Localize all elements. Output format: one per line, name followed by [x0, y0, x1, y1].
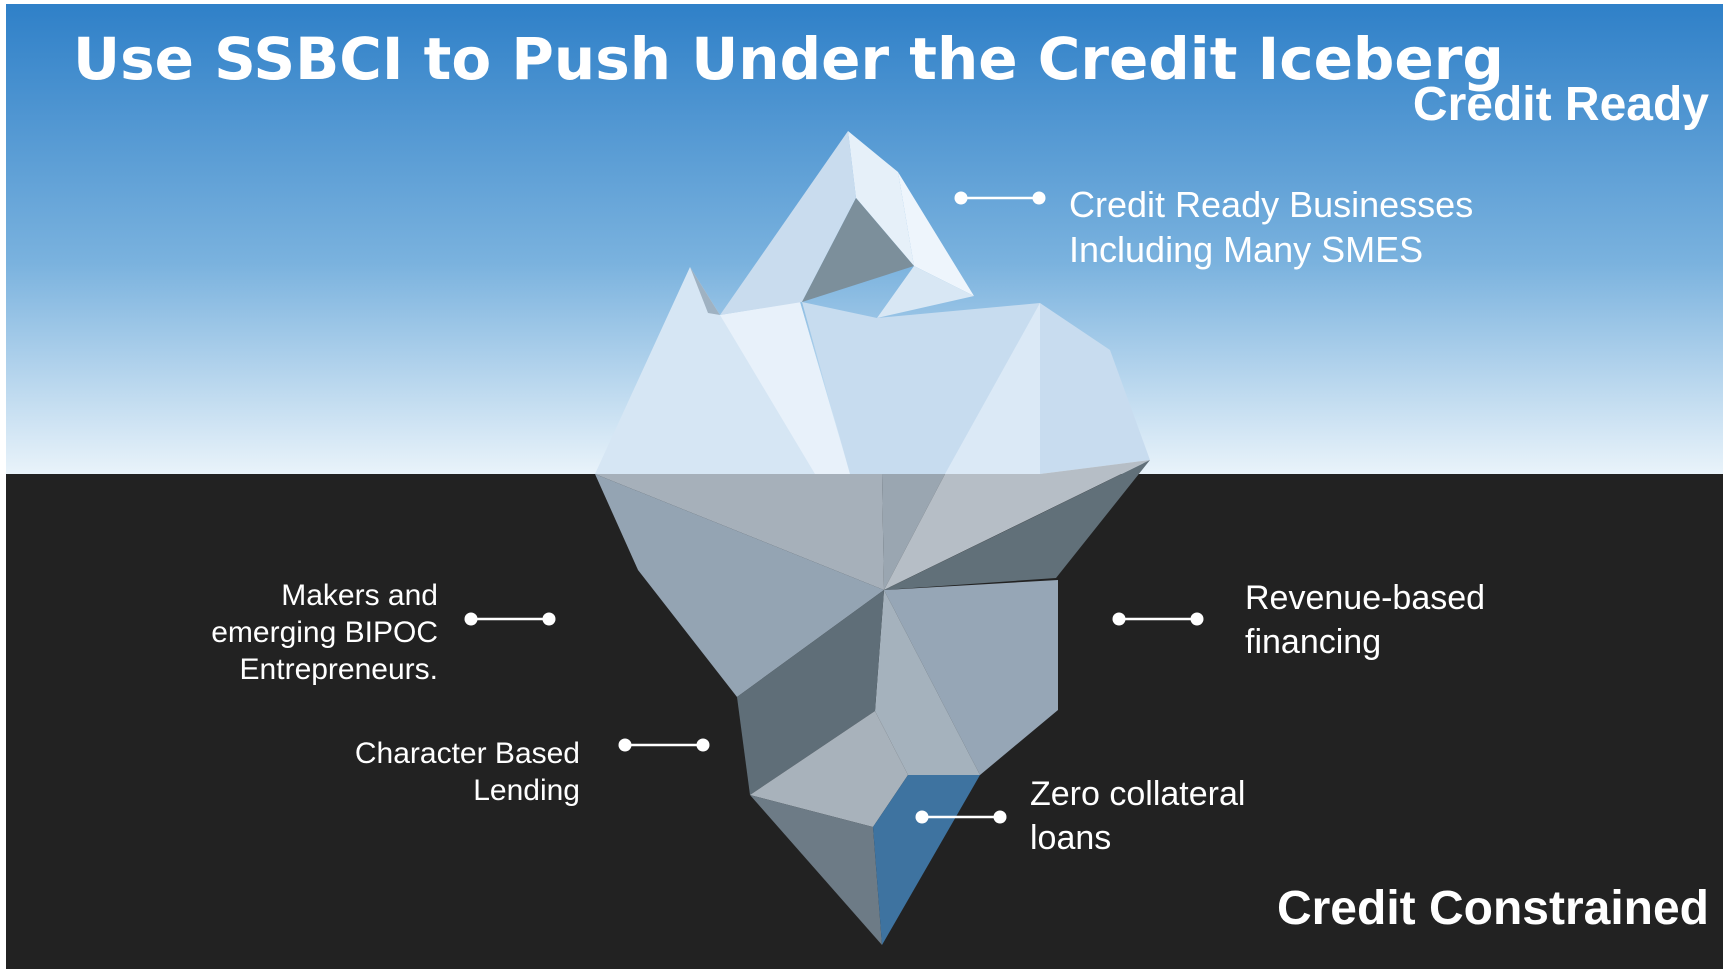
- tip-facet: [877, 266, 974, 318]
- callout-revenue-financing: Revenue-based financing: [1245, 579, 1486, 661]
- underwater-facet: [750, 711, 908, 827]
- tip-facet: [720, 131, 856, 315]
- connector-character-lending: [618, 738, 710, 752]
- tip-facet: [690, 267, 720, 315]
- underwater-facet: [875, 590, 980, 775]
- iceberg-tip: [595, 131, 1150, 474]
- callout-character-lending: Character Based Lending: [354, 737, 580, 807]
- tip-facet: [1040, 303, 1150, 474]
- tip-facet: [802, 198, 914, 302]
- underwater-facet: [884, 460, 1150, 590]
- tip-facet: [848, 131, 914, 266]
- callout-zero-collateral: Zero collateral loans: [1030, 775, 1246, 857]
- tip-facet: [898, 172, 974, 296]
- credit-constrained-label: Credit Constrained: [1276, 882, 1709, 935]
- connector-revenue: [1112, 612, 1204, 626]
- callout-makers-bipoc: Makers and emerging BIPOC Entrepreneurs.: [211, 579, 438, 686]
- connector-zero-collateral: [915, 810, 1007, 824]
- callout-credit-ready-businesses: Credit Ready Businesses Including Many S…: [1069, 184, 1474, 270]
- connector-credit-ready: [954, 191, 1046, 205]
- tip-facet: [720, 302, 850, 474]
- underwater-facet: [884, 580, 1058, 775]
- underwater-facet: [595, 474, 884, 697]
- credit-ready-label: Credit Ready: [1412, 78, 1709, 131]
- underwater-facet: [882, 474, 945, 590]
- underwater-facet: [737, 590, 884, 795]
- connector-makers: [464, 612, 556, 626]
- underwater-facet: [750, 795, 882, 945]
- underwater-facet: [884, 460, 1150, 590]
- slide-title: Use SSBCI to Push Under the Credit Icebe…: [73, 25, 1504, 93]
- tip-facet: [945, 303, 1040, 474]
- iceberg-underwater: [595, 460, 1150, 945]
